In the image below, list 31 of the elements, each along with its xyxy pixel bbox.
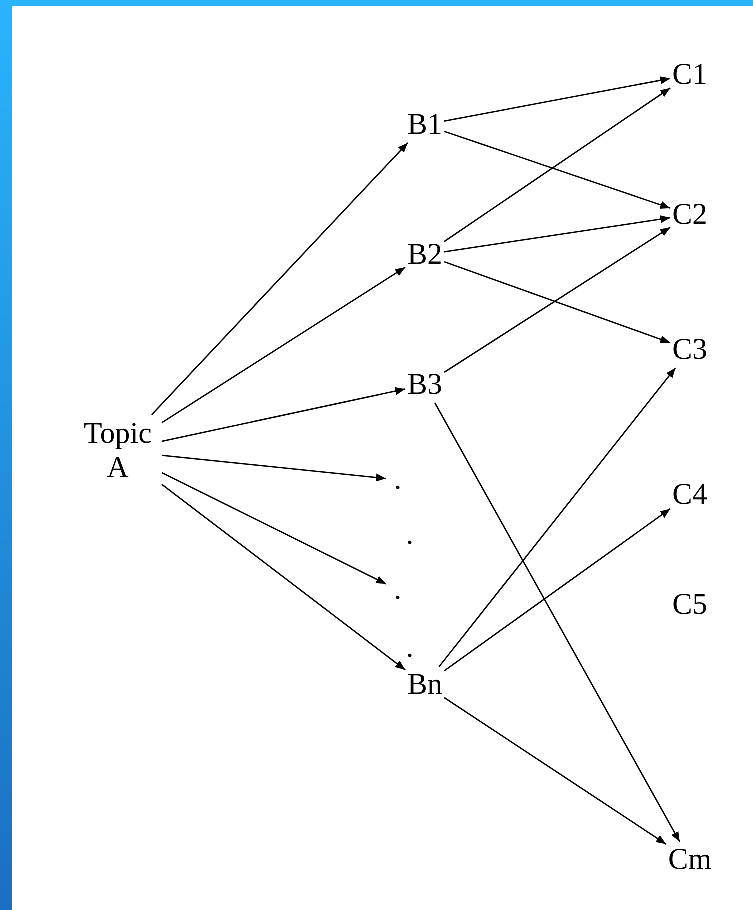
arrow — [444, 226, 671, 374]
node-label: Bn — [408, 669, 442, 701]
arrow — [444, 76, 671, 122]
arrow — [162, 266, 406, 424]
node-label: B3 — [408, 369, 442, 401]
node-label: B2 — [408, 239, 442, 271]
node-label: Topic A — [76, 417, 160, 485]
ellipsis-dot: . — [388, 574, 408, 606]
arrow — [444, 508, 671, 672]
arrow — [162, 454, 386, 482]
arrow — [444, 130, 671, 210]
arrow — [444, 697, 667, 845]
ellipsis-dot: . — [406, 519, 414, 551]
arrow — [444, 261, 671, 344]
node-label: C4 — [672, 479, 708, 511]
arrow — [434, 402, 681, 842]
node-label: B1 — [408, 109, 442, 141]
arrow — [151, 142, 409, 416]
arrow — [162, 472, 387, 585]
arrow — [444, 215, 671, 253]
node-label: C1 — [672, 59, 708, 91]
node-label: C5 — [672, 589, 708, 621]
arrow — [444, 88, 671, 242]
ellipsis-dot: . — [406, 632, 414, 664]
ellipsis-dot: . — [388, 464, 408, 496]
arrow — [162, 484, 406, 671]
node-label: Cm — [668, 844, 712, 876]
node-label: C3 — [672, 334, 708, 366]
node-label: C2 — [672, 199, 708, 231]
arrow — [162, 387, 406, 442]
arrow — [438, 368, 676, 668]
